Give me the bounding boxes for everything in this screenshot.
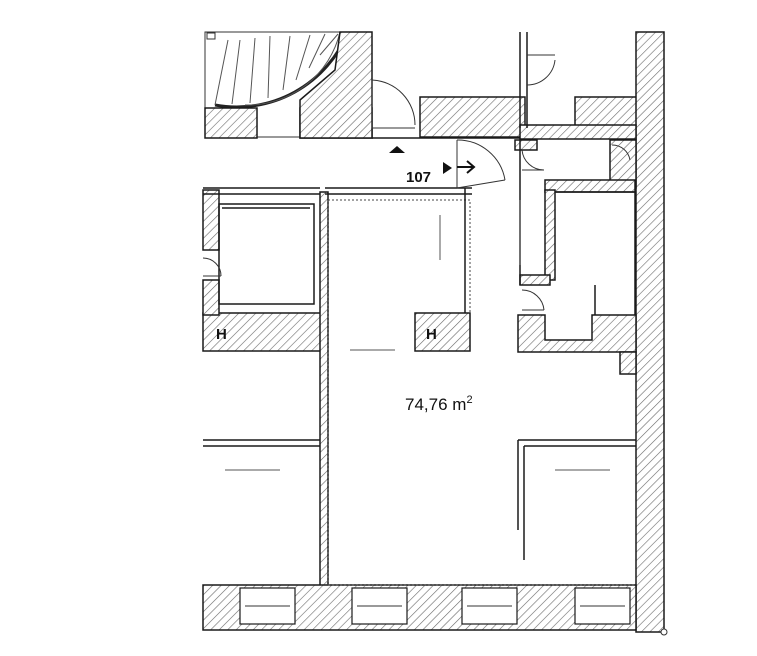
entry-triangle-icon <box>389 146 405 153</box>
area-unit-exponent: 2 <box>466 394 472 406</box>
main-room-outline <box>327 199 636 586</box>
radiator-marker-center: H <box>426 326 437 343</box>
corner-marker-icon <box>660 628 668 636</box>
unit-number: 107 <box>406 169 431 186</box>
area-value: 74,76 m <box>405 395 466 414</box>
entry-arrow-icon <box>457 160 476 174</box>
radiator-marker-left: H <box>216 326 227 343</box>
doors <box>202 54 631 311</box>
room-area-label: 74,76 m2 <box>405 394 473 414</box>
unit-entry-triangle-icon <box>443 162 452 174</box>
